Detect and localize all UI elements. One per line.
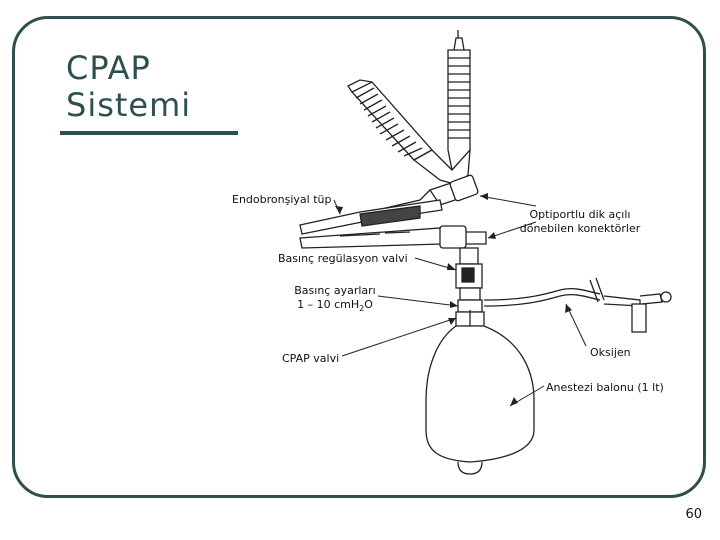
pressure-range-text: 1 – 10 cmH [297,298,360,311]
label-optiport-line-2: dönebilen konektörler [519,222,641,235]
optiport-connector-top [359,174,479,215]
arrowhead-optiport-bottom [488,232,496,239]
title-underline [60,131,238,135]
corrugated-tube-right [447,30,471,172]
slide-frame [12,16,706,498]
label-oxygen: Oksijen [590,346,631,359]
label-pressure-settings-line-2: 1 – 10 cmH2O [290,298,380,316]
label-pressure-settings: Basınç ayarları 1 – 10 cmH2O [290,284,380,316]
label-pressure-settings-line-1: Basınç ayarları [294,284,376,297]
title-line-2: Sistemi [66,86,192,124]
oxygen-line [483,277,672,333]
label-pressure-valve: Basınç regülasyon valvi [278,252,408,265]
pressure-unit-subscript: 2 [359,304,365,314]
label-optiport-connectors: Optiportlu dik açılı dönebilen konektörl… [512,208,648,236]
arrowhead-optiport-top [480,193,488,200]
title-line-1: CPAP [66,49,151,87]
pressure-unit-tail: O [364,298,373,311]
label-optiport-line-1: Optiportlu dik açılı [529,208,631,221]
anesthesia-bag [425,310,535,475]
leader-optiport-bottom [487,221,537,239]
y-connector [412,148,471,186]
label-anesthesia-bag: Anestezi balonu (1 lt) [546,381,664,394]
arrowhead-cpap-valve [448,318,456,325]
arrowhead-oxygen [565,304,572,313]
label-endobronchial-tube: Endobronşiyal tüp [232,193,332,206]
valve-stack [455,247,485,327]
arrowhead-endobronchial [335,206,343,214]
label-cpap-valve: CPAP valvi [282,352,340,365]
arrowhead-anesthesia-bag [510,397,518,406]
leader-pressure-settings [377,295,459,307]
endobronchial-tube [299,199,487,249]
arrowhead-pressure-valve [447,263,456,270]
leader-optiport-top [479,195,537,207]
leader-cpap-valve [341,317,457,357]
corrugated-tube-left [347,79,434,161]
page-number: 60 [685,507,702,522]
slide-title: CPAP Sistemi [66,50,191,124]
arrowhead-pressure-settings [450,301,458,308]
